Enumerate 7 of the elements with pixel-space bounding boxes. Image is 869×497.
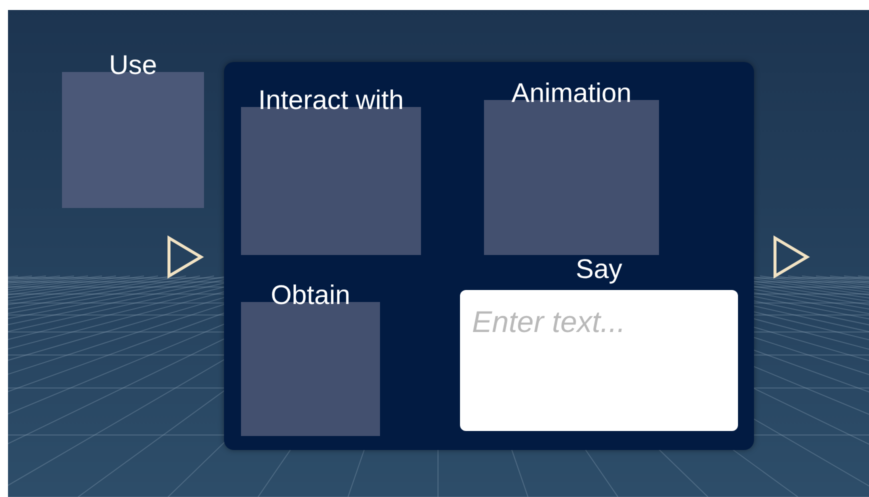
tile-label: Use (109, 50, 157, 80)
panel (224, 62, 754, 450)
text-field: Enter text... (460, 290, 738, 431)
tile-label: Obtain (270, 280, 350, 310)
tile-label: Animation (511, 78, 632, 108)
tile-label: Say (576, 254, 622, 284)
tile-label: Interact with (258, 85, 404, 115)
